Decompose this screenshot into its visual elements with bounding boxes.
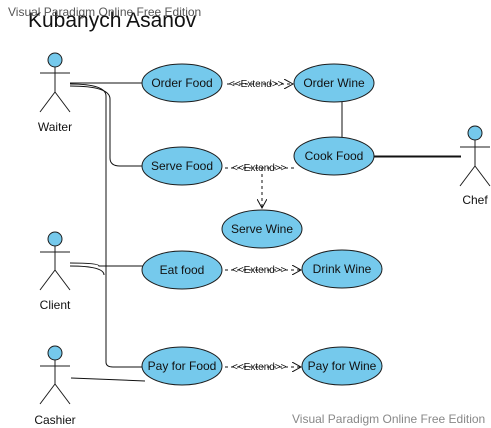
client-to-pay-line <box>69 265 105 276</box>
diagram-title: Kubanych Asanov <box>28 9 197 32</box>
waiter-trunk-line-2 <box>69 85 143 167</box>
use-case-pay-for-food[interactable]: Pay for Food <box>141 346 223 386</box>
use-case-cook-food[interactable]: Cook Food <box>293 136 375 176</box>
use-case-serve-wine[interactable]: Serve Wine <box>221 209 303 249</box>
actor-client[interactable]: Client <box>39 231 71 312</box>
actor-waiter[interactable]: Waiter <box>38 52 72 134</box>
watermark-bottom: Visual Paradigm Online Free Edition <box>292 412 485 426</box>
use-case-eat-food[interactable]: Eat food <box>141 250 223 290</box>
client-to-eat-food-line <box>69 262 143 267</box>
actor-client-body-icon <box>39 246 71 291</box>
use-case-pay-for-wine-label: Pay for Wine <box>308 359 377 373</box>
actor-client-label: Client <box>40 298 71 312</box>
use-case-pay-for-wine[interactable]: Pay for Wine <box>301 346 383 386</box>
extend-label-pay: <<Extend>> <box>232 362 287 373</box>
use-case-serve-wine-label: Serve Wine <box>231 222 293 236</box>
actor-cashier[interactable]: Cashier <box>34 345 76 427</box>
actor-waiter-head-icon <box>47 52 63 68</box>
use-case-order-food[interactable]: Order Food <box>141 63 223 103</box>
use-case-drink-wine[interactable]: Drink Wine <box>301 249 383 289</box>
extend-label-eat: <<Extend>> <box>232 265 287 276</box>
actor-client-head-icon <box>47 231 63 247</box>
use-case-order-wine[interactable]: Order Wine <box>293 63 375 103</box>
use-case-serve-food[interactable]: Serve Food <box>141 146 223 186</box>
use-case-order-food-label: Order Food <box>151 76 212 90</box>
actor-cashier-head-icon <box>47 345 63 361</box>
extend-relationships: <<Extend>> <<Extend>> <<Extend>> <<Exten… <box>225 79 301 373</box>
actor-cashier-body-icon <box>39 360 71 405</box>
actor-waiter-body-icon <box>39 67 71 113</box>
actor-chef-body-icon <box>459 140 491 187</box>
use-case-pay-for-food-label: Pay for Food <box>148 359 217 373</box>
use-case-serve-food-label: Serve Food <box>151 159 213 173</box>
cashier-to-pay-for-food-line <box>70 377 146 382</box>
use-case-drink-wine-label: Drink Wine <box>313 262 372 276</box>
waiter-trunk-line <box>69 83 143 368</box>
use-case-eat-food-label: Eat food <box>160 263 205 277</box>
use-case-order-wine-label: Order Wine <box>303 76 365 90</box>
extend-label-serve: <<Extend>> <box>232 163 287 174</box>
actor-chef-label: Chef <box>462 193 488 207</box>
actor-waiter-label: Waiter <box>38 120 72 134</box>
actor-chef[interactable]: Chef <box>459 125 491 207</box>
watermark-top: Visual Paradigm Online Free Edition <box>8 5 201 19</box>
extend-label-order: <<Extend>> <box>229 79 284 90</box>
actor-cashier-label: Cashier <box>34 413 75 427</box>
actor-chef-head-icon <box>467 125 483 141</box>
use-case-cook-food-label: Cook Food <box>305 149 364 163</box>
